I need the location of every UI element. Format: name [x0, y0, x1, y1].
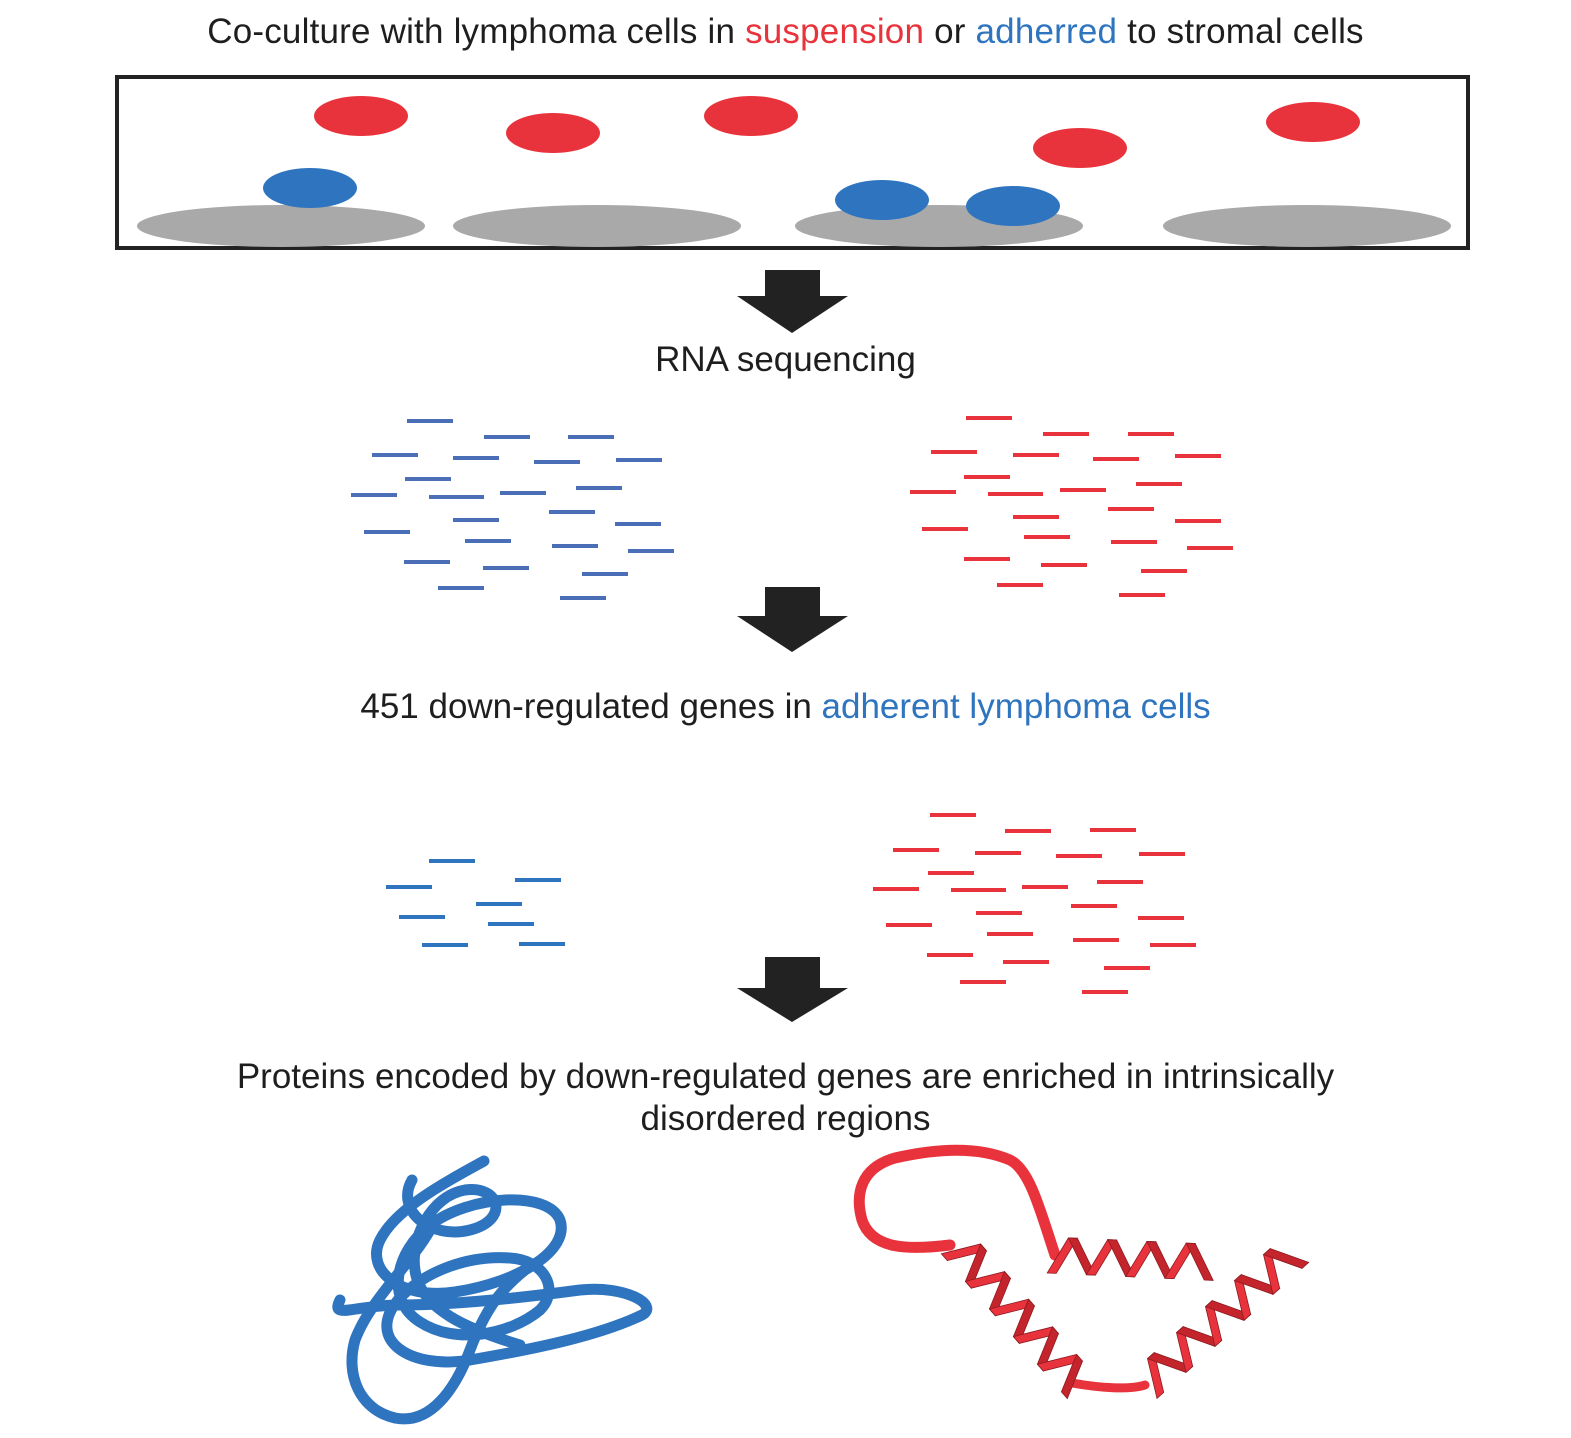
suspension-cell [1033, 128, 1127, 168]
helix-ribbon-segment [1185, 1242, 1214, 1281]
step-down-regulated-genes: 451 down-regulated genes in adherent lym… [0, 687, 1571, 727]
adherent-cell [835, 180, 929, 220]
suspension-cell [704, 96, 798, 136]
down-arrow-icon [737, 270, 848, 333]
culture-well [115, 75, 1470, 250]
adherent-reads-cluster [351, 419, 674, 600]
suspension-cell [1266, 102, 1360, 142]
step3-line-1: Proteins encoded by down-regulated genes… [236, 1057, 1335, 1096]
suspension-cell [506, 113, 600, 153]
alpha-helix [940, 1243, 1084, 1400]
title-suspension: suspension [745, 12, 925, 51]
suspension-reads-downregulated [873, 813, 1196, 994]
step3-line-2: disordered regions [640, 1099, 931, 1138]
alpha-helix [1146, 1247, 1310, 1400]
title-adherred: adherred [975, 12, 1118, 51]
helix-ribbon-segment [1262, 1248, 1310, 1269]
adherent-cell [966, 186, 1060, 226]
helix-loop [853, 1144, 1061, 1261]
step-rna-sequencing: RNA sequencing [655, 340, 916, 379]
helix-linker [1067, 1378, 1150, 1393]
down-arrow-icon [737, 957, 848, 1022]
diagram-title: Co-culture with lymphoma cells in suspen… [0, 12, 1571, 52]
alpha-helix [1046, 1237, 1214, 1281]
title-text-2: or [924, 12, 976, 51]
suspension-reads-cluster [910, 416, 1233, 597]
title-text-3: to stromal cells [1117, 12, 1364, 51]
step-protein-conclusion: Proteins encoded by down-regulated genes… [0, 1056, 1571, 1140]
alpha-helix-protein-icon [853, 1144, 1310, 1400]
disordered-protein-coil-icon [332, 1155, 653, 1425]
adherent-reads-downregulated [386, 859, 565, 947]
down-arrow-icon [737, 587, 848, 652]
helix-ribbon-segment [1060, 1353, 1083, 1400]
stromal-cell [137, 205, 425, 247]
step2-text: 451 down-regulated genes in [360, 687, 822, 726]
stromal-cell [1163, 205, 1451, 247]
title-text-1: Co-culture with lymphoma cells in [207, 12, 746, 51]
suspension-cell [314, 96, 408, 136]
step2-highlight: adherent lymphoma cells [821, 687, 1211, 726]
adherent-cell [263, 168, 357, 208]
stromal-cell [453, 205, 741, 247]
